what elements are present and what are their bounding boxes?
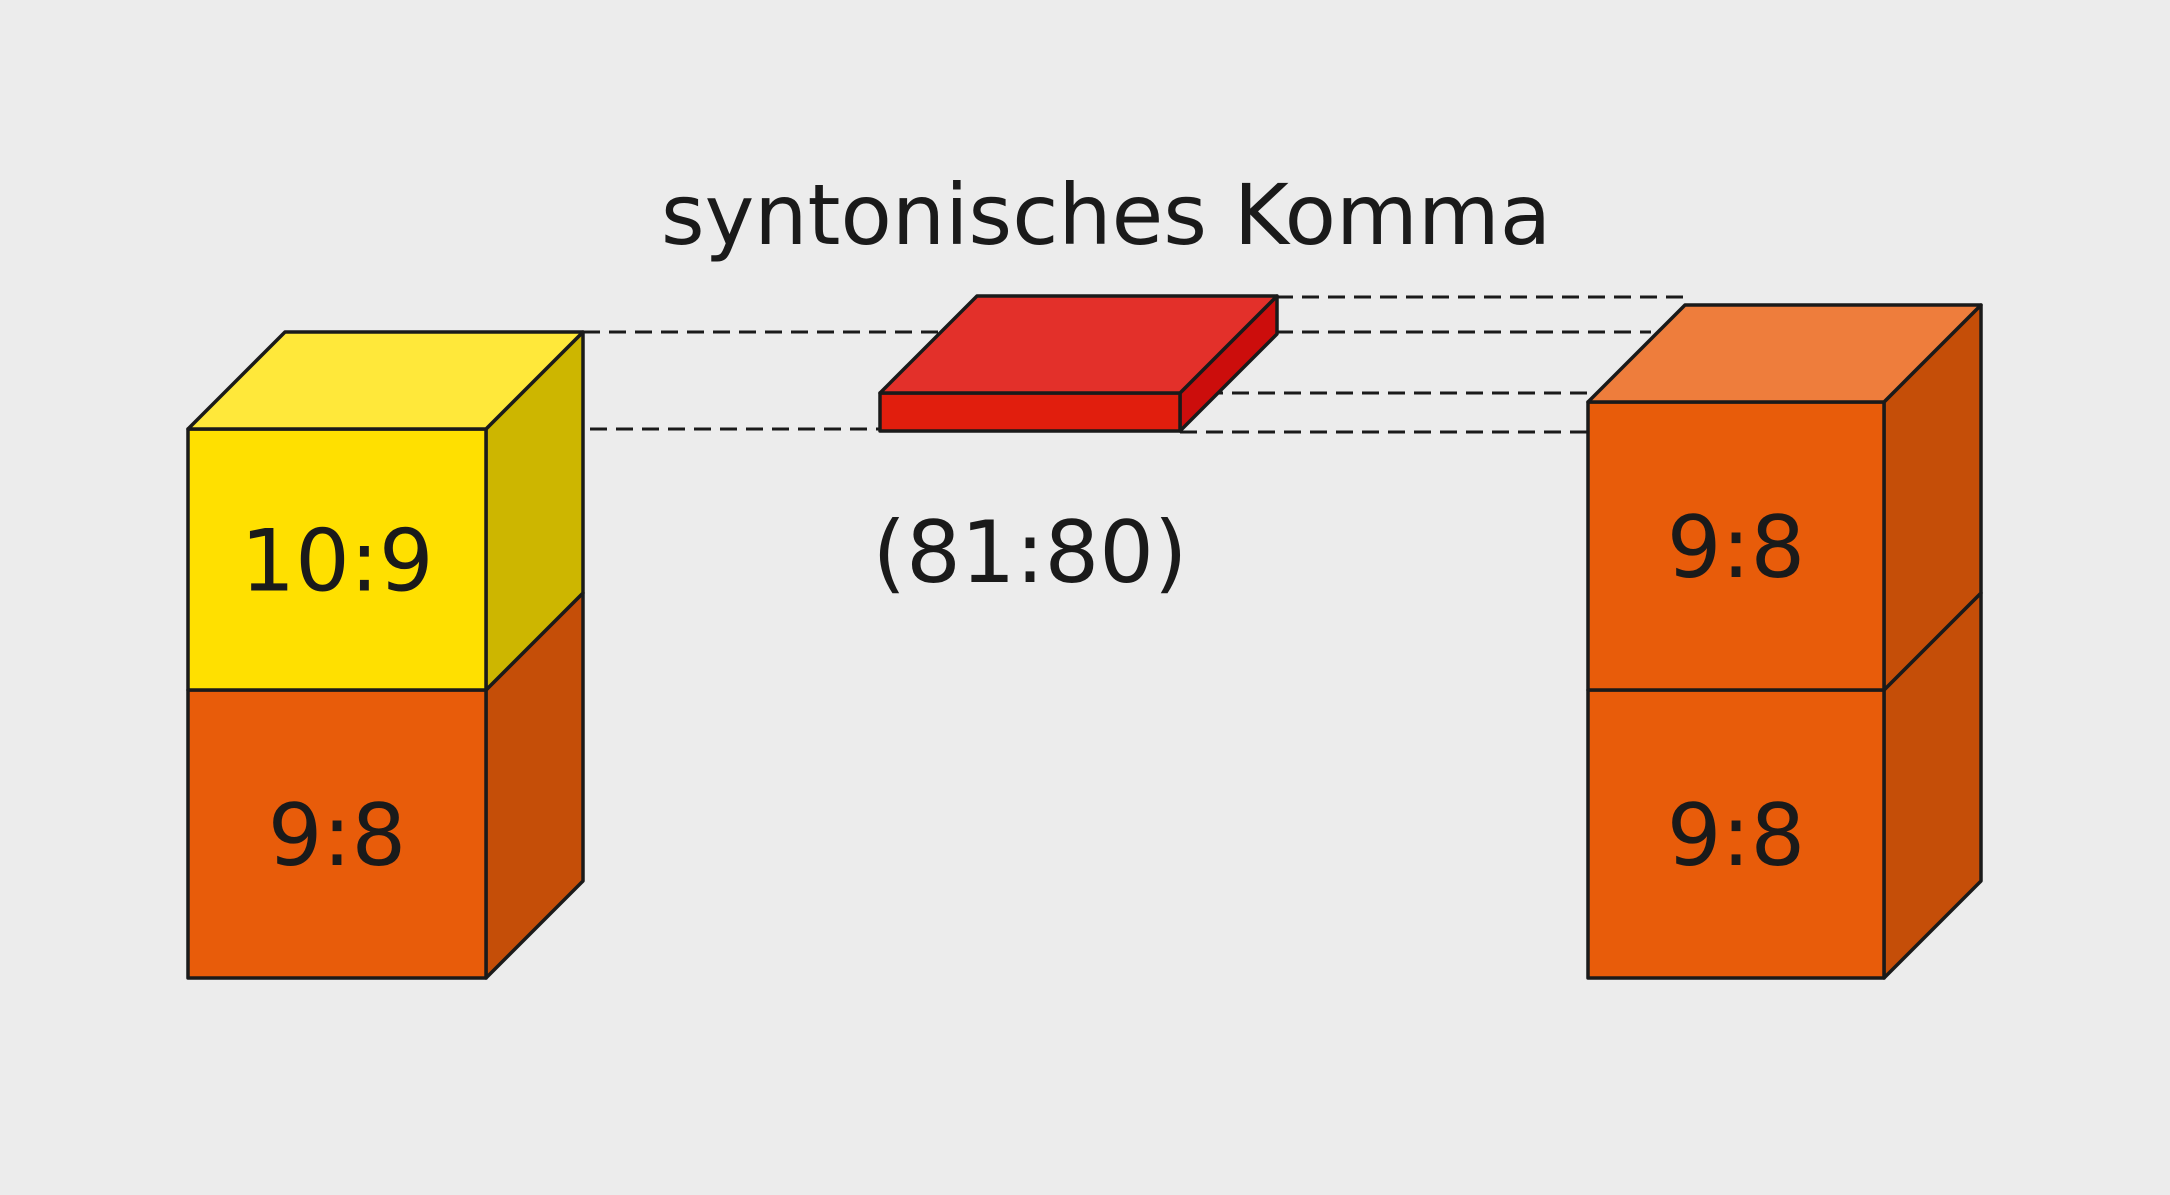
ratio-label: 9:8 [1667, 498, 1805, 598]
comma-ratio-label: (81:80) [873, 503, 1188, 603]
ratio-block: 10:9 [186, 330, 585, 692]
ratio-label: 9:8 [1667, 786, 1805, 886]
ratio-label: 10:9 [240, 512, 433, 612]
block-top-face [1586, 303, 1983, 404]
right-stack: 9:8 9:8 [1586, 303, 1983, 980]
slab-top-face [878, 294, 1279, 395]
slab-front-face [878, 391, 1182, 433]
comma-slab [878, 294, 1279, 433]
diagram-title: syntonisches Komma [661, 166, 1551, 264]
left-stack: 9:8 10:9 [186, 330, 585, 980]
ratio-block: 9:8 [1586, 303, 1983, 692]
block-top-face [186, 330, 585, 431]
ratio-label: 9:8 [268, 786, 406, 886]
